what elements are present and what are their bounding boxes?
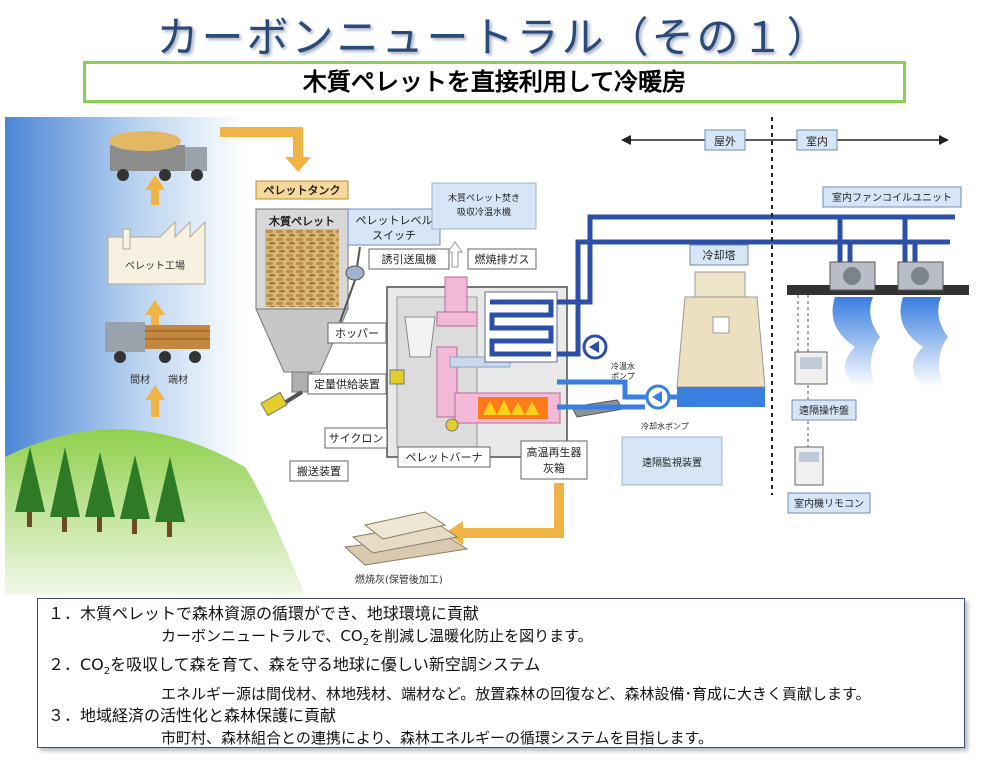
indoor-remote-device bbox=[794, 446, 824, 486]
fan-coil-units bbox=[787, 261, 969, 387]
dump-truck-icon bbox=[109, 131, 207, 181]
remote-panel-label: 遠隔操作盤 bbox=[799, 404, 849, 417]
hot-water-pump-label-2: ポンプ bbox=[611, 372, 635, 381]
zone-indoor-label: 室内 bbox=[806, 134, 828, 148]
note-3-heading: ３．地域経済の活性化と森林保護に貢献 bbox=[48, 706, 337, 726]
exhaust-gas-label: 燃焼排ガス bbox=[475, 252, 530, 266]
conveyor-label-box bbox=[289, 460, 349, 482]
wood-pellet-label: 木質ペレット bbox=[268, 214, 335, 228]
pellet-factory-icon: ペレット工場 bbox=[107, 220, 206, 285]
chiller-label-1: 木質ペレット焚き bbox=[448, 192, 520, 204]
remote-monitor-box bbox=[621, 436, 723, 486]
conveyor-label: 搬送装置 bbox=[297, 464, 341, 478]
induced-fan-label-box bbox=[368, 248, 450, 270]
ash-bags-icon bbox=[343, 511, 469, 566]
cooling-tower-label-box bbox=[689, 244, 749, 266]
subtitle-box: 木質ペレットを直接利用して冷暖房 bbox=[83, 61, 906, 103]
fan-coil-label: 室内ファンコイルユニット bbox=[832, 191, 952, 204]
induced-fan-label: 誘引送風機 bbox=[382, 252, 437, 266]
exhaust-gas-label-box bbox=[467, 248, 537, 270]
supply-arrows bbox=[145, 175, 165, 417]
regenerator-label-1: 高温再生器 bbox=[527, 445, 582, 459]
subtitle: 木質ペレットを直接利用して冷暖房 bbox=[302, 68, 687, 96]
log-truck-icon: 間材 端材 bbox=[105, 322, 210, 386]
note-3-body: 市町村、森林組合との連携により、森林エネルギーの循環システムを目指します。 bbox=[161, 729, 714, 748]
feeder-label: 定量供給装置 bbox=[314, 377, 380, 391]
heat-exchanger bbox=[484, 291, 558, 363]
forest-trees bbox=[15, 447, 185, 537]
note-2-body: エネルギー源は間伐材、林地残材、端材など。放置森林の回復など、森林設備･育成に大… bbox=[161, 685, 871, 704]
note-1-heading: １．木質ペレットで森林資源の循環ができ、地球環境に貢献 bbox=[48, 604, 479, 623]
zone-outdoor-label: 屋外 bbox=[714, 135, 736, 148]
hopper-label: ホッパー bbox=[335, 327, 379, 340]
ash-arrow bbox=[445, 483, 564, 545]
level-switch-label-2: スイッチ bbox=[372, 229, 416, 242]
zone-divider bbox=[621, 117, 949, 495]
remote-panel-label-box bbox=[791, 399, 857, 421]
hopper-label-box bbox=[327, 322, 387, 344]
pellet-tank-label-box bbox=[255, 180, 349, 200]
pellet-level-switch bbox=[339, 208, 441, 323]
notes-box: １．木質ペレットで森林資源の循環ができ、地球環境に貢献 カーボンニュートラルで、… bbox=[37, 598, 965, 748]
ash-label: 燃焼灰(保管後加工) bbox=[355, 573, 443, 586]
system-diagram: ペレット工場 間材 端材 ペレットタンク 木質ペレット ペレットレベル スイ bbox=[5, 117, 971, 595]
indoor-remote-label-box bbox=[787, 492, 871, 514]
hot-water-pump-label-1: 冷温水 bbox=[611, 361, 635, 371]
pellet-tank-label: ペレットタンク bbox=[264, 184, 341, 197]
feeder-label-box bbox=[307, 373, 387, 395]
forest-hill bbox=[5, 429, 305, 595]
chiller-label-2: 吸収冷温水機 bbox=[457, 206, 511, 218]
page-title: カーボンニュートラル（その１） bbox=[156, 13, 832, 62]
cooling-pump-label: 冷却水ポンプ bbox=[641, 421, 689, 431]
remote-panel-device bbox=[794, 351, 828, 385]
regenerator-label-box bbox=[520, 440, 588, 480]
delivery-arrow bbox=[220, 127, 311, 172]
pellet-factory-label: ペレット工場 bbox=[125, 259, 185, 272]
indoor-remote-label: 室内機リモコン bbox=[794, 497, 864, 510]
level-switch-label-1: ペレットレベル bbox=[356, 214, 433, 227]
pellet-tank bbox=[255, 208, 349, 393]
regenerator-label-2: 灰箱 bbox=[543, 461, 565, 475]
fan-coil-label-box bbox=[822, 186, 962, 208]
conveyor bbox=[260, 390, 304, 417]
cyclone-label-box bbox=[324, 427, 388, 449]
chilled-water-pipes bbox=[557, 214, 955, 357]
thinned-wood-label: 間材 bbox=[130, 373, 150, 386]
burner-label-box bbox=[397, 446, 491, 468]
note-1-body: カーボンニュートラルで、CO2を削減し温暖化防止を図ります。 bbox=[161, 627, 593, 648]
cyclone-label: サイクロン bbox=[329, 432, 384, 445]
offcuts-label: 端材 bbox=[168, 373, 188, 386]
chiller-label-box bbox=[431, 182, 537, 230]
cooling-tower bbox=[676, 271, 766, 407]
cooling-tower-label: 冷却塔 bbox=[703, 249, 736, 262]
exhaust-arrow bbox=[447, 241, 463, 268]
burner-label: ペレットバーナ bbox=[406, 451, 483, 464]
note-2-heading: ２．CO2を吸収して森を育て、森を守る地球に優しい新空調システム bbox=[48, 655, 541, 678]
remote-monitor-label: 遠隔監視装置 bbox=[642, 456, 702, 469]
